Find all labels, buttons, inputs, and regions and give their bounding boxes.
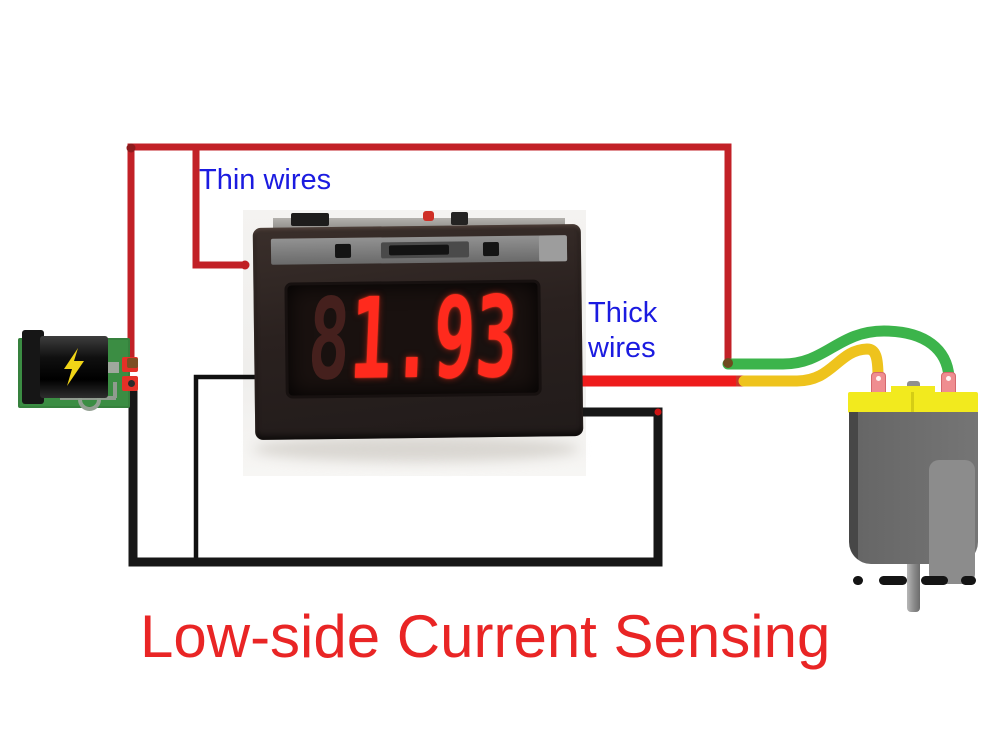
- motor-shaft: [907, 564, 920, 612]
- meter-top-component: [291, 213, 329, 226]
- motor-top-bearing: [907, 381, 920, 388]
- yellow-motor-wire: [738, 343, 884, 387]
- terminal-highlight: [876, 376, 881, 381]
- thick-wires-label: Thick wires: [588, 296, 657, 366]
- wire-solder-tip: [127, 358, 138, 368]
- terminal-highlight: [946, 376, 951, 381]
- meter-top-component: [451, 212, 468, 225]
- thick-black-return-wire: [128, 383, 663, 567]
- pcb-trace-pad: [106, 362, 119, 373]
- motor-cap-seam: [911, 392, 914, 425]
- meter-reading: 1.93: [347, 282, 521, 396]
- dc-power-jack-module: [18, 330, 140, 411]
- ghost-digit: 8: [305, 282, 354, 396]
- thick-wires-label-line1: Thick: [588, 297, 658, 329]
- diagram-title: Low-side Current Sensing: [140, 603, 831, 670]
- thick-wires-label-line2: wires: [588, 332, 656, 364]
- digital-panel-meter: 81.93: [252, 224, 584, 440]
- motor-body-panel: [929, 460, 975, 584]
- meter-supply-connection-dot: [240, 260, 250, 270]
- thin-red-meter-supply-wire: [192, 147, 247, 269]
- meter-vent-slot: [482, 242, 500, 257]
- thin-red-positive-wire: [127, 143, 732, 363]
- meter-trimmer-slot: [388, 244, 450, 256]
- meter-shadow: [253, 436, 579, 462]
- green-motor-wire: [722, 325, 955, 383]
- meter-top-red-component: [423, 211, 434, 221]
- pad-hole: [128, 380, 135, 387]
- meter-trimmer-recess: [380, 241, 470, 259]
- pcb-trace: [113, 382, 117, 398]
- motor-vent: [853, 576, 863, 585]
- motor-cap-raised: [891, 386, 935, 396]
- lightning-bolt-icon: [64, 348, 84, 386]
- junction-dot-green-wire: [723, 358, 733, 368]
- junction-dot-top-left: [126, 143, 136, 153]
- black-wire-corner-dot: [654, 408, 662, 416]
- thin-black-meter-ground-wire: [193, 374, 262, 564]
- motor-vent: [921, 576, 948, 585]
- meter-top-bar-cap: [538, 235, 568, 262]
- dc-motor: [848, 370, 980, 615]
- meter-vent-slot: [334, 243, 352, 259]
- jack-barrel: [22, 330, 44, 404]
- meter-top-bar: [270, 235, 568, 265]
- motor-body: [849, 412, 978, 585]
- jack-body: [40, 336, 108, 398]
- motor-vent: [961, 576, 976, 585]
- display-digits: 81.93: [306, 283, 520, 396]
- motor-vent: [879, 576, 907, 585]
- seven-segment-display: 81.93: [287, 282, 539, 396]
- thin-wires-label: Thin wires: [199, 164, 332, 196]
